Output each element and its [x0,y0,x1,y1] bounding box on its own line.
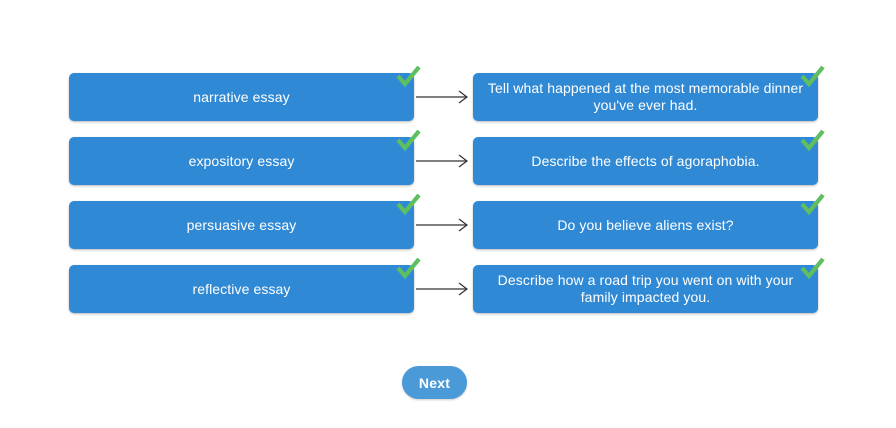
prompt-card-label: reflective essay [192,280,291,297]
correct-check-icon [797,126,827,156]
match-row: persuasive essay Do you believe aliens e… [0,193,896,249]
answer-card[interactable]: Do you believe aliens exist? [473,193,825,249]
answer-card-label: Describe how a road trip you went on wit… [497,272,794,305]
prompt-card[interactable]: reflective essay [69,257,421,313]
arrow-right-icon [414,201,474,249]
answer-card[interactable]: Describe how a road trip you went on wit… [473,257,825,313]
answer-card-label: Tell what happened at the most memorable… [487,80,804,113]
match-row: reflective essay Describe how a road tri… [0,257,896,313]
next-button[interactable]: Next [402,366,467,399]
correct-check-icon [797,190,827,220]
prompt-card-label: persuasive essay [186,216,297,233]
answer-card[interactable]: Tell what happened at the most memorable… [473,65,825,121]
answer-card-label: Describe the effects of agoraphobia. [531,152,760,169]
prompt-card-label: expository essay [188,152,295,169]
match-row: narrative essay Tell what happened at th… [0,65,896,121]
prompt-card[interactable]: narrative essay [69,65,421,121]
answer-card-label: Do you believe aliens exist? [557,216,734,233]
prompt-card-label: narrative essay [193,88,290,105]
prompt-card[interactable]: expository essay [69,129,421,185]
prompt-card[interactable]: persuasive essay [69,193,421,249]
arrow-right-icon [414,137,474,185]
match-row: expository essay Describe the effects of… [0,129,896,185]
arrow-right-icon [414,265,474,313]
arrow-right-icon [414,73,474,121]
answer-card[interactable]: Describe the effects of agoraphobia. [473,129,825,185]
